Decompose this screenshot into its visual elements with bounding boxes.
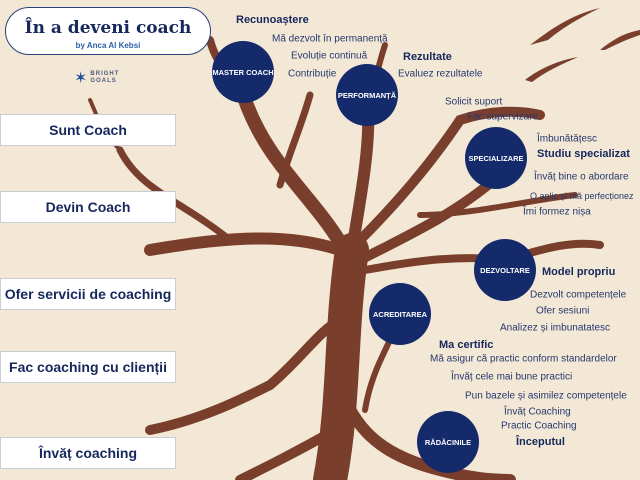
note: Îmi formez nișa bbox=[523, 206, 591, 218]
note: Contribuție bbox=[288, 68, 337, 80]
page-title: În a deveni coach bbox=[24, 18, 192, 38]
note: Îmbunătățesc bbox=[537, 133, 598, 145]
stage-circle-dezvoltare: DEZVOLTARE bbox=[474, 239, 536, 301]
note-heading: Studiu specializat bbox=[537, 148, 630, 160]
birds bbox=[525, 8, 640, 82]
stage-circle-acreditarea: ACREDITAREA bbox=[369, 283, 431, 345]
stage-circle-master-coach: MASTER COACH bbox=[212, 41, 274, 103]
stage-circle-specializare: SPECIALIZARE bbox=[465, 127, 527, 189]
stage-circle-performanta: PERFORMANȚĂ bbox=[336, 64, 398, 126]
note: Învăț cele mai bune practici bbox=[451, 371, 573, 383]
note: Mă dezvolt în permanență bbox=[272, 33, 388, 45]
note: Învăț Coaching bbox=[504, 406, 571, 418]
note-heading: Recunoaștere bbox=[236, 14, 309, 26]
level-box: Fac coaching cu clienții bbox=[0, 351, 176, 383]
stage-circle-radacinile: RĂDĂCINILE bbox=[417, 411, 479, 473]
logo-line2: GOALS bbox=[90, 78, 117, 84]
note: Fac supervizare bbox=[467, 111, 539, 123]
note: Evoluție continuă bbox=[291, 50, 368, 62]
author: by Anca Al Kebsi bbox=[75, 41, 141, 50]
note: Învăț bine o abordare bbox=[534, 171, 629, 183]
note: Evaluez rezultatele bbox=[398, 68, 483, 80]
level-box: Învăț coaching bbox=[0, 437, 176, 469]
note: Analizez și imbunatatesc bbox=[500, 322, 611, 334]
logo-line1: BRIGHT bbox=[90, 71, 120, 77]
note-heading: Începutul bbox=[516, 436, 565, 448]
level-box: Ofer servicii de coaching bbox=[0, 278, 176, 310]
star-people-icon: ✶ bbox=[74, 70, 88, 87]
note: Practic Coaching bbox=[501, 420, 577, 432]
level-box: Sunt Coach bbox=[0, 114, 176, 146]
note-heading: Rezultate bbox=[403, 51, 452, 63]
note: Solicit suport bbox=[445, 96, 503, 108]
note-heading: Model propriu bbox=[542, 266, 616, 278]
note: Dezvolt competențele bbox=[530, 289, 627, 301]
title-banner: În a deveni coach by Anca Al Kebsi bbox=[5, 7, 211, 55]
note: Mă asigur că practic conform standardelo… bbox=[430, 353, 617, 365]
level-box: Devin Coach bbox=[0, 191, 176, 223]
note: Pun bazele și asimilez competențele bbox=[465, 390, 627, 402]
note-heading: Ma certific bbox=[439, 339, 494, 351]
note: O aplic și mă perfecționez bbox=[530, 191, 634, 201]
note: Ofer sesiuni bbox=[536, 305, 590, 317]
